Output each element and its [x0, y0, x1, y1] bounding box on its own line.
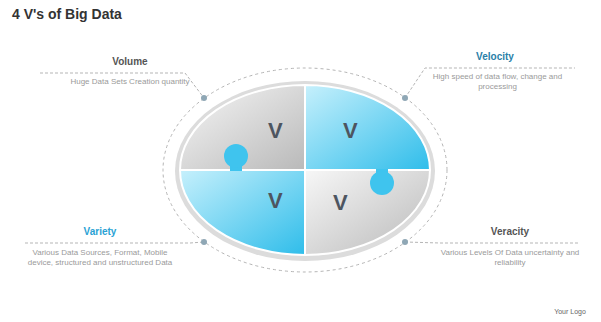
- leader-line: [405, 68, 575, 98]
- piece-letter: V: [268, 190, 283, 212]
- leader-dot: [201, 239, 207, 245]
- puzzle-tab: [370, 171, 394, 195]
- piece-letter: V: [333, 192, 348, 214]
- puzzle-piece: V: [305, 170, 430, 255]
- leader-dot: [201, 95, 207, 101]
- puzzle-piece-shape: [305, 85, 430, 170]
- leader-line: [40, 73, 204, 98]
- callout-heading: Volume: [60, 56, 200, 68]
- leader-dot: [402, 95, 408, 101]
- callout-heading: Veracity: [440, 226, 580, 238]
- puzzle-piece: V: [180, 170, 305, 255]
- puzzle-piece-outline: [305, 85, 430, 170]
- diagram-title: 4 V's of Big Data: [12, 6, 122, 22]
- piece-letter: V: [268, 120, 283, 142]
- callout-text: Various Data Sources, Format, Mobile dev…: [25, 248, 175, 268]
- callout-text: Various Levels Of Data uncertainty and r…: [440, 248, 580, 268]
- puzzle-tab: [224, 144, 248, 168]
- leader-dot: [402, 239, 408, 245]
- puzzle-piece-outline: [180, 170, 305, 255]
- puzzle-piece-outline: [305, 170, 430, 255]
- leader-line: [25, 242, 204, 243]
- puzzle-piece-outline: [180, 85, 305, 170]
- callout-heading: Variety: [25, 226, 175, 238]
- callout-heading: Velocity: [420, 51, 570, 63]
- piece-letter: V: [343, 120, 358, 142]
- outer-dashed-ring: [163, 68, 447, 272]
- callout-text: Your Logo: [545, 308, 595, 317]
- callout-text: Huge Data Sets Creation quantity: [55, 77, 205, 87]
- puzzle-piece-shape: [180, 170, 305, 255]
- base-ellipse: [175, 81, 435, 261]
- puzzle-piece: V: [305, 85, 430, 170]
- callout-text: High speed of data flow, change and proc…: [425, 72, 570, 92]
- puzzle-piece-shape: [305, 170, 430, 255]
- leader-line: [405, 242, 580, 243]
